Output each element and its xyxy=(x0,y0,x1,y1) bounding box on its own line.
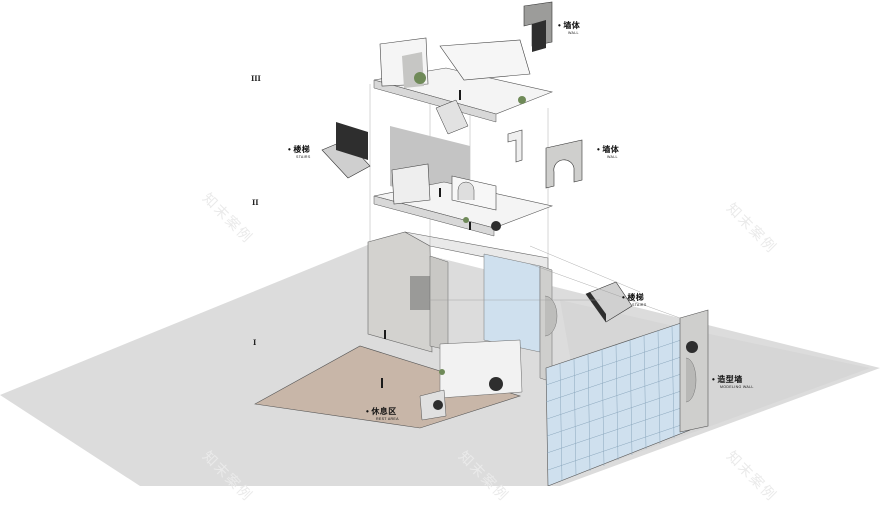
label-bullet: • xyxy=(366,407,370,416)
level3-walls-right xyxy=(439,39,531,81)
exploded-axonometric-diagram xyxy=(0,1,880,486)
label-rest-area: •休息区 REST AREA xyxy=(366,408,399,422)
level2-slab-edge xyxy=(373,195,495,237)
wall-piece-j xyxy=(507,129,523,163)
label-zh: 休息区 xyxy=(371,407,397,416)
label-bullet: • xyxy=(597,145,601,154)
plants xyxy=(414,72,526,375)
round-window xyxy=(489,377,503,391)
stairs-lower xyxy=(585,281,633,323)
label-stairs-mid: •楼梯 STAIRS xyxy=(288,146,311,160)
floor-marker-2: II xyxy=(252,198,259,207)
label-stairs-low: •楼梯 STAIRS xyxy=(622,294,647,308)
rest-area-porthole xyxy=(433,400,443,410)
people-figures xyxy=(381,90,471,388)
floor-marker-1: I xyxy=(253,338,257,347)
label-bullet: • xyxy=(558,21,562,30)
level2-room xyxy=(391,163,431,205)
label-en: REST AREA xyxy=(376,417,399,421)
label-zh: 楼梯 xyxy=(627,293,645,302)
label-zh: 造型墙 xyxy=(717,375,743,384)
interior-box xyxy=(439,339,523,399)
stairs-lower-side xyxy=(586,292,606,322)
label-en: STAIRS xyxy=(296,155,311,159)
label-en: MODELING WALL xyxy=(720,385,754,389)
label-zh: 墙体 xyxy=(563,21,581,30)
label-zh: 墙体 xyxy=(602,145,620,154)
label-en: WALL xyxy=(568,31,579,35)
wall-piece-arch xyxy=(545,139,583,189)
column xyxy=(429,255,449,351)
label-wall-mid: •墙体 WALL xyxy=(597,146,619,160)
glass-volume xyxy=(483,253,541,353)
dark-panel xyxy=(410,276,432,310)
modeling-wall-arc xyxy=(685,357,697,403)
label-en: STAIRS xyxy=(632,303,647,307)
label-bullet: • xyxy=(622,293,626,302)
level3-stair xyxy=(435,99,469,135)
stairs-mid-wall xyxy=(336,122,368,160)
label-bullet: • xyxy=(712,375,716,384)
label-zh: 楼梯 xyxy=(293,145,311,154)
label-modeling-wall: •造型墙 MODELING WALL xyxy=(712,376,754,390)
round-cutout xyxy=(544,295,558,337)
label-bullet: • xyxy=(288,145,292,154)
floor-marker-3: III xyxy=(251,74,261,83)
level2-arch xyxy=(457,181,475,200)
label-en: WALL xyxy=(607,155,618,159)
label-wall-top: •墙体 WALL xyxy=(558,22,580,36)
wood-floor xyxy=(254,345,521,429)
glass-grid xyxy=(545,324,691,482)
modeling-wall-hole xyxy=(686,341,698,353)
wall-piece-top-dark xyxy=(532,20,546,52)
level2-porthole xyxy=(491,221,501,231)
